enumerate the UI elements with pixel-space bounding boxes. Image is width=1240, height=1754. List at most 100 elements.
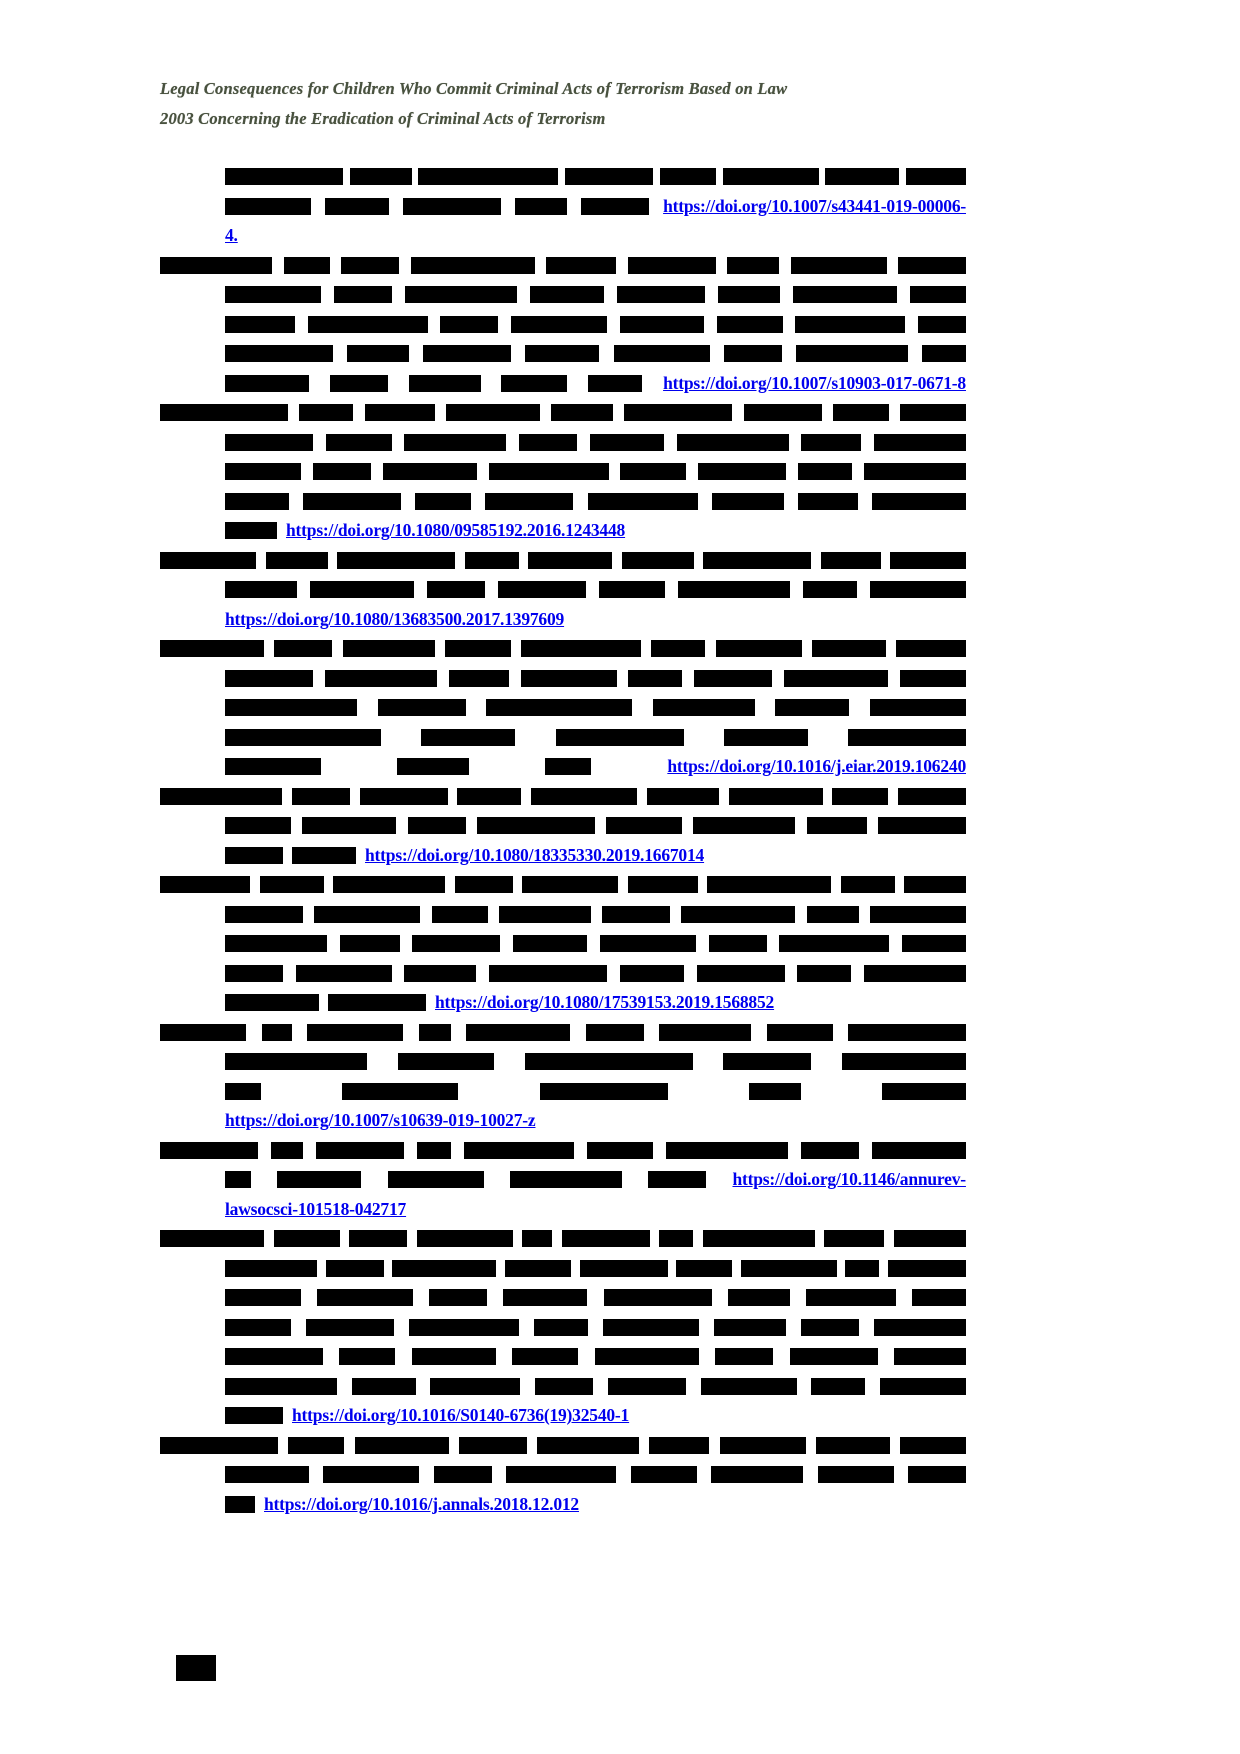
redacted-text-bar [795, 345, 908, 363]
redacted-text-bar [225, 1171, 251, 1189]
redacted-text-bar [489, 964, 608, 982]
redacted-text-bar [775, 699, 850, 717]
redacted-text-bar [723, 1053, 812, 1071]
doi-link[interactable]: https://doi.org/10.1080/09585192.2016.12… [286, 520, 626, 541]
redacted-text-bar [890, 551, 966, 569]
redacted-text-bar [431, 905, 488, 923]
redacted-text-bar [225, 699, 357, 717]
redacted-text-bar [779, 935, 890, 953]
redacted-text-bar [711, 1466, 804, 1484]
redacted-text-bar [723, 728, 808, 746]
doi-link[interactable]: https://doi.org/10.1016/S0140-6736(19)32… [292, 1405, 630, 1426]
redacted-text-bar [646, 787, 719, 805]
redacted-text-bar [303, 492, 402, 510]
reference-line [160, 1431, 966, 1461]
redacted-text-bar [347, 345, 410, 363]
running-head: Legal Consequences for Children Who Comm… [160, 74, 966, 134]
redacted-text-bar [225, 1053, 367, 1071]
reference-line: lawsocsci-101518-042717 [160, 1195, 966, 1225]
doi-link[interactable]: lawsocsci-101518-042717 [225, 1198, 407, 1219]
redacted-text-bar [429, 1289, 488, 1307]
doi-link[interactable]: https://doi.org/10.1007/s43441-019-00006… [663, 195, 966, 216]
redacted-text-bar [817, 1466, 894, 1484]
doi-link[interactable]: https://doi.org/10.1016/j.eiar.2019.1062… [667, 756, 966, 777]
doi-link[interactable]: https://doi.org/10.1016/j.annals.2018.12… [264, 1493, 579, 1514]
redacted-text-bar [415, 492, 472, 510]
redacted-text-bar [377, 699, 466, 717]
redacted-text-bar [160, 1436, 278, 1454]
redacted-text-bar [728, 787, 823, 805]
redacted-text-bar [457, 787, 522, 805]
redacted-text-bar [698, 463, 787, 481]
redacted-text-bar [696, 964, 785, 982]
doi-link[interactable]: https://doi.org/10.1080/13683500.2017.13… [225, 608, 565, 629]
redacted-text-bar [512, 1348, 579, 1366]
redacted-text-bar [617, 286, 705, 304]
reference-line: https://doi.org/10.1007/s10903-017-0671-… [160, 369, 966, 399]
redacted-text-bar [160, 1230, 264, 1248]
redacted-text-bar [288, 1436, 345, 1454]
doi-link[interactable]: 4. [225, 225, 238, 246]
redacted-text-bar [525, 345, 600, 363]
reference-line [160, 251, 966, 281]
redacted-text-bar [666, 1141, 788, 1159]
redacted-text-bar [893, 1230, 966, 1248]
redacted-text-bar [715, 1348, 774, 1366]
redacted-text-bar [910, 286, 966, 304]
redacted-text-bar [405, 286, 517, 304]
redacted-text-bar [534, 1318, 588, 1336]
redacted-text-bar [659, 1023, 751, 1041]
doi-link[interactable]: https://doi.org/10.1007/s10903-017-0671-… [663, 372, 966, 393]
redacted-text-bar [225, 345, 333, 363]
redacted-text-bar [714, 1318, 786, 1336]
redacted-text-bar [681, 905, 796, 923]
redacted-text-bar [225, 1318, 291, 1336]
redacted-text-bar [900, 1436, 966, 1454]
doi-link[interactable]: https://doi.org/10.1007/s10639-019-10027… [225, 1110, 536, 1131]
redacted-text-bar [466, 1023, 570, 1041]
redacted-text-bar [430, 1377, 521, 1395]
reference-line [160, 428, 966, 458]
redacted-text-bar [454, 876, 513, 894]
doi-link[interactable]: https://doi.org/10.1080/17539153.2019.15… [435, 992, 775, 1013]
redacted-text-bar [522, 876, 618, 894]
redacted-text-bar [793, 286, 897, 304]
redacted-text-bar [274, 640, 333, 658]
redacted-text-bar [727, 1289, 790, 1307]
redacted-text-bar [225, 286, 321, 304]
redacted-text-bar [727, 256, 779, 274]
reference-line: https://doi.org/10.1146/annurev- [160, 1165, 966, 1195]
redacted-text-bar [795, 315, 906, 333]
doi-link[interactable]: https://doi.org/10.1080/18335330.2019.16… [365, 844, 705, 865]
redacted-text-bar [334, 286, 392, 304]
redacted-text-bar [160, 551, 256, 569]
redacted-text-bar [403, 197, 502, 215]
redacted-text-bar [613, 345, 710, 363]
redacted-text-bar [225, 964, 283, 982]
redacted-text-bar [339, 1348, 396, 1366]
redacted-text-bar [678, 581, 790, 599]
redacted-text-bar [417, 1141, 451, 1159]
reference-line [160, 1342, 966, 1372]
redacted-text-bar [307, 315, 428, 333]
redacted-text-bar [546, 256, 616, 274]
redacted-text-bar [404, 433, 507, 451]
redacted-text-bar [587, 1141, 653, 1159]
redacted-text-bar [693, 817, 796, 835]
redacted-text-bar [349, 1230, 408, 1248]
redacted-text-bar [581, 197, 650, 215]
redacted-text-bar [464, 1141, 574, 1159]
redacted-text-bar [620, 463, 687, 481]
redacted-text-bar [411, 1348, 496, 1366]
redacted-text-bar [694, 669, 773, 687]
redacted-text-bar [825, 168, 900, 186]
redacted-text-bar [225, 1259, 317, 1277]
redacted-text-bar [811, 1377, 866, 1395]
redacted-text-bar [392, 1259, 497, 1277]
doi-link[interactable]: https://doi.org/10.1146/annurev- [732, 1169, 966, 1190]
redacted-text-bar [708, 935, 767, 953]
redacted-text-bar [225, 728, 381, 746]
redacted-text-bar [225, 433, 313, 451]
redacted-text-bar [723, 345, 782, 363]
redacted-text-bar [225, 1466, 309, 1484]
